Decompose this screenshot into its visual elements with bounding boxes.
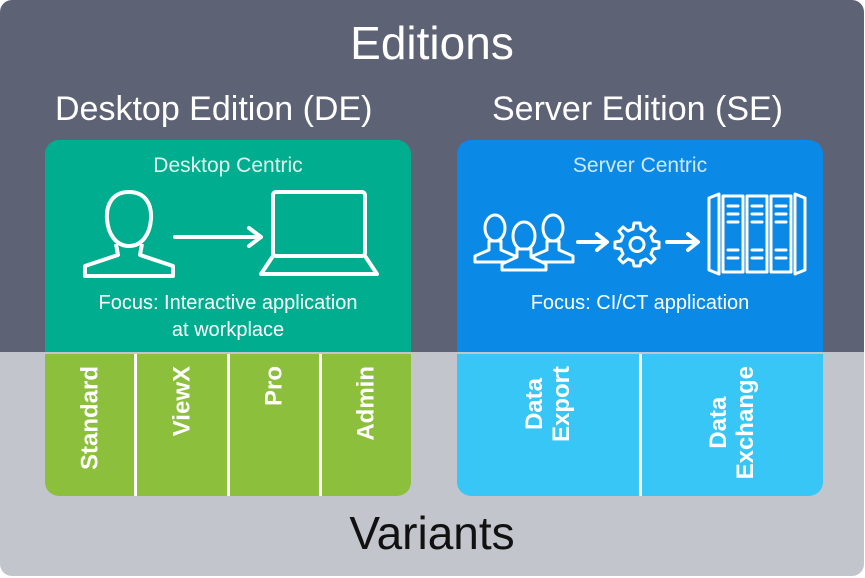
server-edition-heading: Server Edition (SE) xyxy=(492,90,783,128)
arrow-right-icon xyxy=(576,232,609,252)
desktop-focus-text: Focus: Interactive application at workpl… xyxy=(45,290,411,344)
server-centric-label: Server Centric xyxy=(572,154,708,177)
variant-admin: Admin xyxy=(318,354,411,496)
variant-label-line2: Exchange xyxy=(732,366,760,480)
variant-label: Admin xyxy=(352,366,380,441)
server-rack-icon xyxy=(707,192,807,276)
desktop-variants-strip: Standard ViewX Pro Admin xyxy=(45,354,411,496)
user-icon xyxy=(83,190,175,278)
variant-label: ViewX xyxy=(168,366,196,437)
server-edition-card: Server Centric xyxy=(457,140,823,352)
variant-label: Pro xyxy=(260,366,288,407)
variant-pro: Pro xyxy=(226,354,319,496)
variant-data-exchange: Data Exchange xyxy=(638,354,824,496)
laptop-icon xyxy=(259,190,379,276)
desktop-centric-label: Desktop Centric xyxy=(153,154,303,177)
variant-label-line1: Data xyxy=(705,396,733,449)
desktop-edition-card: Desktop Centric Focus: Interactive appli… xyxy=(45,140,411,352)
desktop-focus-line2: at workplace xyxy=(171,319,285,341)
editions-title: Editions xyxy=(350,17,514,69)
variant-label: Standard xyxy=(76,366,104,471)
gear-icon xyxy=(613,221,661,268)
variant-label-line1: Data xyxy=(520,378,548,431)
variant-standard: Standard xyxy=(45,354,134,496)
server-focus-text: Focus: CI/CT application xyxy=(530,292,750,314)
variants-title: Variants xyxy=(349,507,515,559)
user-group-icon xyxy=(473,213,575,272)
arrow-right-icon xyxy=(665,232,700,252)
server-variants-strip: Data Export Data Exchange xyxy=(457,354,823,496)
variant-data-export: Data Export xyxy=(457,354,639,496)
desktop-focus-line1: Focus: Interactive application xyxy=(98,292,358,314)
arrow-right-icon xyxy=(173,226,263,248)
variant-viewx: ViewX xyxy=(134,354,226,496)
variant-label-line2: Export xyxy=(547,366,575,443)
desktop-edition-heading: Desktop Edition (DE) xyxy=(55,90,373,128)
